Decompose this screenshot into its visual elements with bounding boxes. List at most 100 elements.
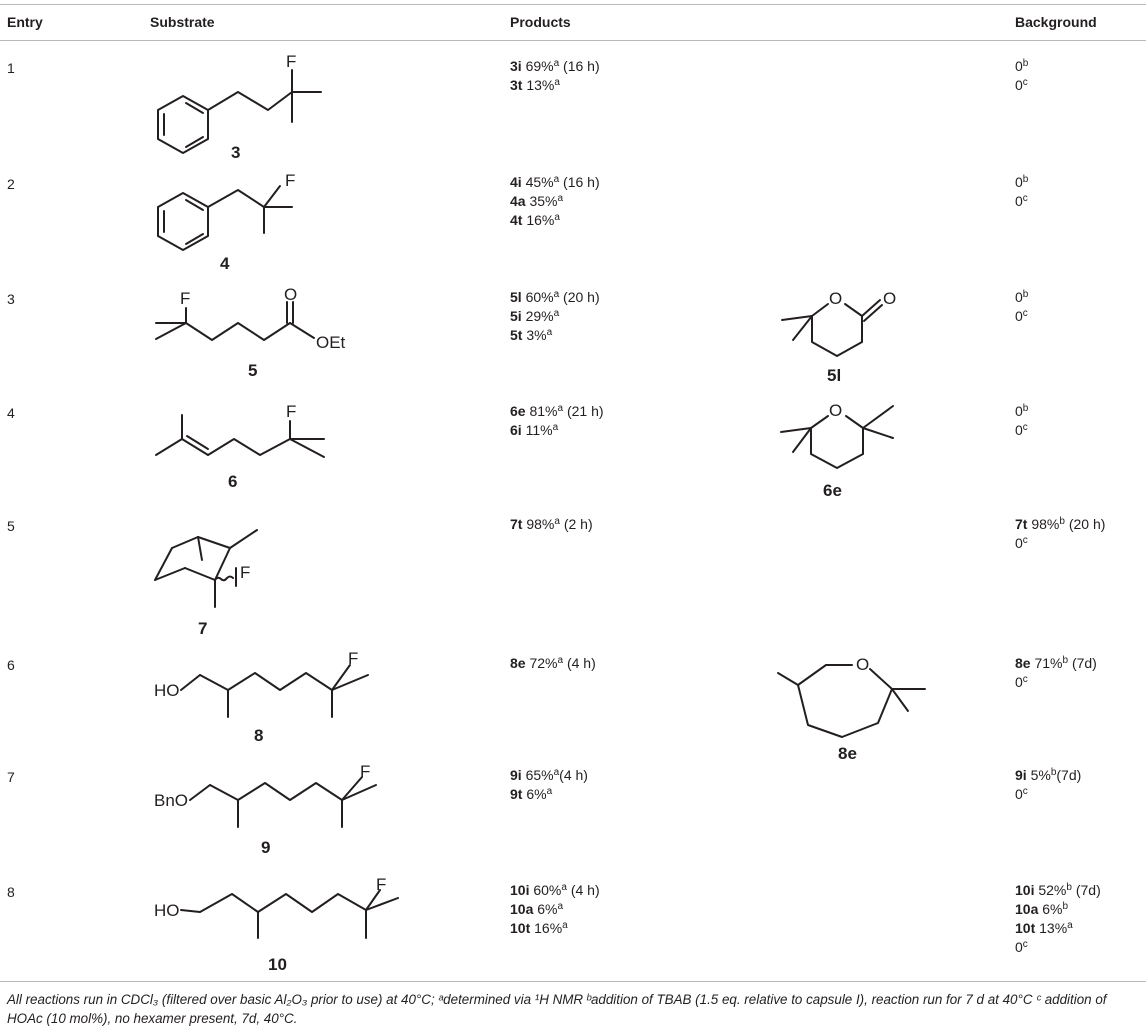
structure-8: HO F 8 xyxy=(154,649,369,745)
entry-number: 4 xyxy=(7,405,15,421)
yield-line: 10i 60%a (4 h) xyxy=(510,881,600,900)
compound-id: 5i xyxy=(510,308,522,324)
yield-value: 13% xyxy=(1039,920,1068,936)
yield-line: 0c xyxy=(1015,307,1028,326)
yield-value: 52% xyxy=(1038,882,1067,898)
reaction-time: (20 h) xyxy=(1064,516,1106,532)
yield-line: 8e 71%b (7d) xyxy=(1015,654,1097,673)
compound-id: 8e xyxy=(510,655,526,671)
structure-5: F O OEt 5 xyxy=(155,285,346,380)
yield-line: 0c xyxy=(1015,76,1028,95)
reaction-time: (4 h) xyxy=(559,767,588,783)
reaction-time: (21 h) xyxy=(563,403,604,419)
yield-value: 45% xyxy=(525,174,554,190)
yield-line: 10t 13%a xyxy=(1015,919,1101,938)
compound-number: 8 xyxy=(254,726,263,745)
yield-value: 16% xyxy=(534,920,563,936)
benzyloxy-label: BnO xyxy=(154,791,188,810)
footnote-marker: a xyxy=(557,193,564,204)
compound-number: 9 xyxy=(261,838,270,857)
yield-value: 29% xyxy=(525,308,554,324)
yield-value: 0 xyxy=(1015,77,1023,93)
oxygen-label: O xyxy=(829,289,842,308)
yield-value: 69% xyxy=(525,58,554,74)
yield-line: 7t 98%a (2 h) xyxy=(510,515,593,534)
product-label: 8e xyxy=(838,744,857,763)
table-bottom-rule xyxy=(0,981,1146,982)
table-top-rule xyxy=(0,4,1146,5)
yield-value: 6% xyxy=(537,901,558,917)
yield-line: 0c xyxy=(1015,673,1097,692)
compound-id: 9i xyxy=(1015,767,1027,783)
footnote-marker: a xyxy=(554,516,560,527)
compound-number: 3 xyxy=(231,143,240,162)
compound-id: 10a xyxy=(510,901,534,917)
fluorine-label: F xyxy=(286,402,296,421)
structure-9: BnO F 9 xyxy=(154,762,377,857)
reaction-time: (7d) xyxy=(1071,882,1101,898)
footnote-marker: b xyxy=(1059,516,1065,527)
yield-line: 6i 11%a xyxy=(510,421,604,440)
compound-number: 6 xyxy=(228,472,237,491)
products-cell: 9i 65%a(4 h)9t 6%a xyxy=(510,766,588,804)
footnote-marker: a xyxy=(546,327,553,338)
reaction-time: (2 h) xyxy=(559,516,593,532)
yield-line: 0c xyxy=(1015,534,1105,553)
entry-number: 2 xyxy=(7,176,15,192)
yield-line: 5i 29%a xyxy=(510,307,600,326)
compound-id: 9t xyxy=(510,786,523,802)
reaction-time: (16 h) xyxy=(559,174,600,190)
yield-value: 0 xyxy=(1015,174,1023,190)
yield-value: 60% xyxy=(525,289,554,305)
entry-number: 3 xyxy=(7,291,15,307)
footnote-marker: b xyxy=(1022,174,1029,185)
reaction-time: (7d) xyxy=(1056,767,1082,783)
fluorine-label: F xyxy=(286,52,296,71)
compound-id: 8e xyxy=(1015,655,1031,671)
compound-id: 3i xyxy=(510,58,522,74)
yield-line: 5t 3%a xyxy=(510,326,600,345)
yield-line: 3t 13%a xyxy=(510,76,600,95)
yield-line: 10a 6%a xyxy=(510,900,600,919)
oxygen-label: O xyxy=(829,401,842,420)
background-cell: 9i 5%b(7d)0c xyxy=(1015,766,1081,804)
footnote-marker: a xyxy=(554,212,560,223)
yield-value: 0 xyxy=(1015,193,1023,209)
footnote-marker: c xyxy=(1022,193,1028,204)
footnote-marker: a xyxy=(557,403,564,414)
footnote-marker: a xyxy=(562,920,568,931)
structure-5l: O O 5l xyxy=(781,289,896,385)
yield-value: 60% xyxy=(533,882,562,898)
background-cell: 7t 98%b (20 h)0c xyxy=(1015,515,1105,553)
compound-id: 10a xyxy=(1015,901,1039,917)
yield-value: 0 xyxy=(1015,422,1023,438)
oxygen-label: O xyxy=(856,655,869,674)
reaction-time: (16 h) xyxy=(559,58,600,74)
yield-line: 0c xyxy=(1015,785,1081,804)
yield-line: 0c xyxy=(1015,192,1028,211)
footnote-marker: b xyxy=(1022,289,1029,300)
fluorine-label: F xyxy=(240,563,250,582)
products-cell: 3i 69%a (16 h)3t 13%a xyxy=(510,57,600,95)
header-rule xyxy=(0,40,1146,41)
yield-value: 0 xyxy=(1015,674,1023,690)
header-entry: Entry xyxy=(7,14,43,30)
reaction-time: (4 h) xyxy=(563,655,596,671)
compound-id: 10t xyxy=(1015,920,1036,936)
footnote-marker: a xyxy=(557,901,564,912)
yield-value: 65% xyxy=(525,767,554,783)
compound-id: 4i xyxy=(510,174,522,190)
yield-value: 6% xyxy=(1042,901,1063,917)
entry-number: 1 xyxy=(7,60,15,76)
products-cell: 7t 98%a (2 h) xyxy=(510,515,593,534)
footnote-marker: a xyxy=(553,58,560,69)
yield-line: 3i 69%a (16 h) xyxy=(510,57,600,76)
compound-id: 6i xyxy=(510,422,522,438)
yield-line: 10i 52%b (7d) xyxy=(1015,881,1101,900)
yield-value: 3% xyxy=(526,327,547,343)
footnote-marker: b xyxy=(1022,403,1029,414)
yield-line: 7t 98%b (20 h) xyxy=(1015,515,1105,534)
